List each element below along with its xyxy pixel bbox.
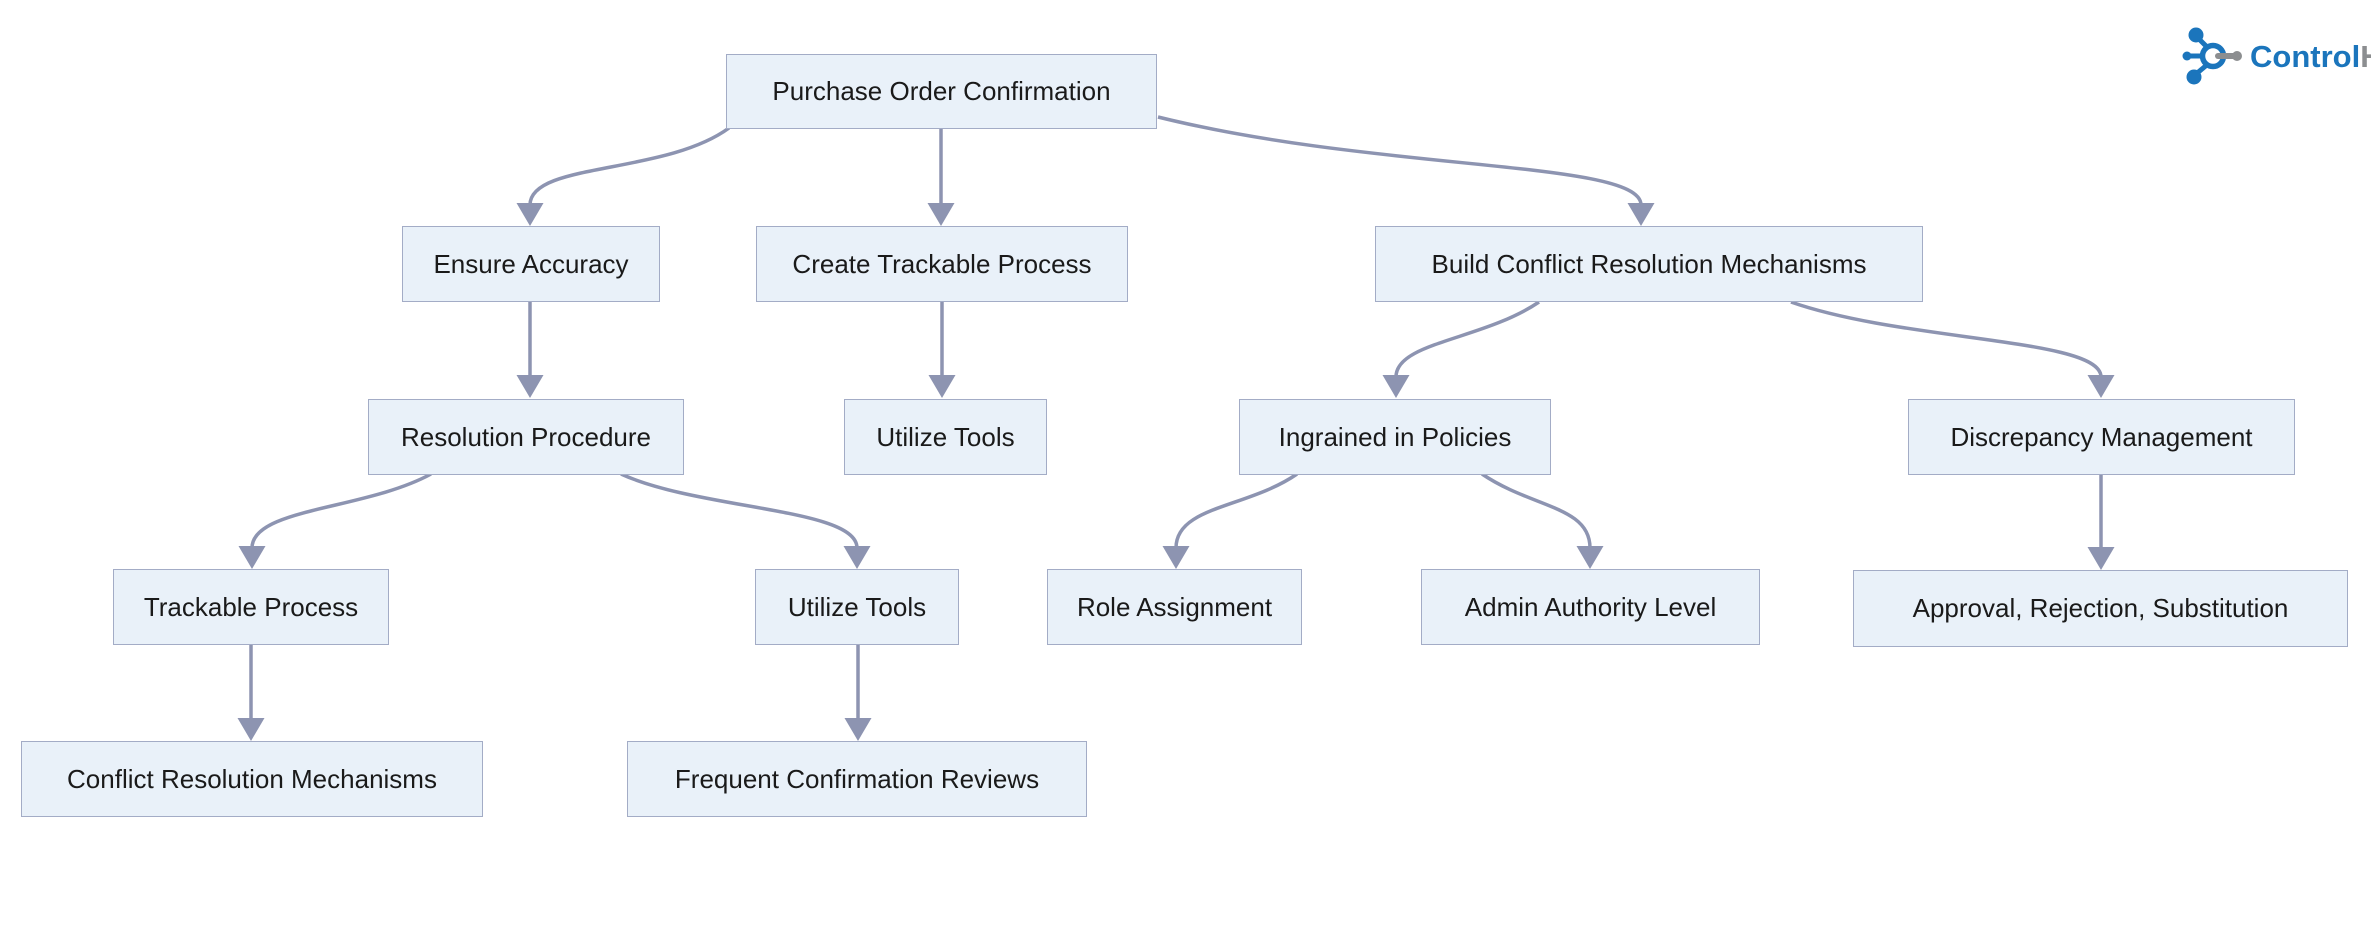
node-purchase-order-confirmation: Purchase Order Confirmation [726,54,1157,129]
node-create-trackable-process: Create Trackable Process [756,226,1128,302]
arrowhead-trackable [238,546,266,569]
controlhub-logo: ControlHub [2182,26,2371,86]
arrowhead-create [927,203,955,226]
node-frequent-confirmation-reviews: Frequent Confirmation Reviews [627,741,1087,817]
edge-purchase-ensure [528,126,731,206]
node-conflict-resolution-mechanisms: Conflict Resolution Mechanisms [21,741,483,817]
node-utilize-tools-2: Utilize Tools [755,569,959,645]
arrowhead-resolution [516,375,544,398]
node-ingrained-in-policies: Ingrained in Policies [1239,399,1551,475]
node-role-assignment: Role Assignment [1047,569,1302,645]
controlhub-logo-text: ControlHub [2250,41,2371,72]
node-discrepancy-management: Discrepancy Management [1908,399,2295,475]
arrowhead-utilize1 [928,375,956,398]
edge-resolution-utilize2 [620,472,859,549]
edge-resolution-trackable [250,472,432,549]
edge-build-ingrained [1394,300,1540,378]
node-build-conflict-resolution: Build Conflict Resolution Mechanisms [1375,226,1923,302]
arrowhead-build [1627,203,1655,226]
arrowhead-admin [1576,546,1604,569]
arrowhead-conflict [237,718,265,741]
node-utilize-tools-1: Utilize Tools [844,399,1047,475]
arrowhead-ensure [516,203,544,226]
arrowhead-role [1162,546,1190,569]
edge-ingrained-role [1174,472,1298,549]
node-trackable-process: Trackable Process [113,569,389,645]
arrowhead-discrepancy [2087,375,2115,398]
arrowhead-frequent [844,718,872,741]
edge-ingrained-admin [1481,472,1592,549]
node-ensure-accuracy: Ensure Accuracy [402,226,660,302]
arrowhead-ingrained [1382,375,1410,398]
node-resolution-procedure: Resolution Procedure [368,399,684,475]
edge-purchase-build [1157,115,1643,206]
node-approval-rejection-substitution: Approval, Rejection, Substitution [1853,570,2348,647]
logo-word-hub: Hub [2360,39,2371,74]
logo-word-control: Control [2250,38,2361,74]
controlhub-logo-icon [2182,27,2242,85]
arrowhead-utilize2 [843,546,871,569]
node-admin-authority-level: Admin Authority Level [1421,569,1760,645]
arrowhead-approval [2087,547,2115,570]
edge-build-discrepancy [1790,300,2103,378]
